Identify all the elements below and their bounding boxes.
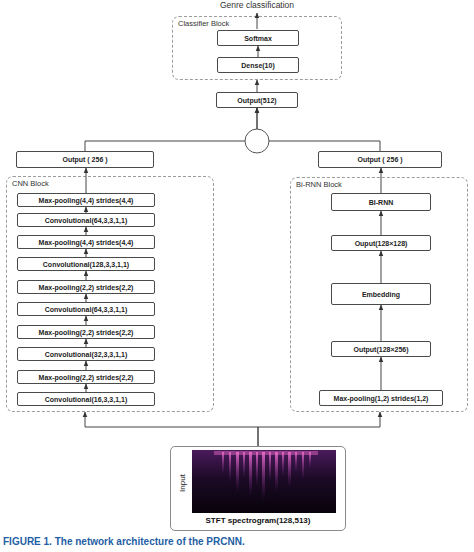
layer-box: Ouput(128×128): [331, 235, 431, 251]
layer-label: Output ( 256 ): [62, 156, 107, 163]
layer-label: Convolutional(32,3,3,1,1): [45, 351, 127, 358]
layer-box: Dense(10): [217, 57, 299, 73]
block-group: CNN BlockMax-pooling(4,4) strides(4,4) Co…: [6, 176, 214, 412]
layer-label: Convolutional(128,3,3,1,1): [43, 261, 129, 268]
layer-label: Max-pooling(2,2) strides(2,2): [39, 329, 134, 336]
flow-arrow: [85, 412, 258, 446]
block-group: Bi-RNN BlockBI-RNN Ouput(128×128) Embeddin…: [290, 177, 468, 412]
block-heading: Classifier Block: [178, 20, 229, 28]
layer-label: Output ( 256 ): [357, 156, 402, 163]
concat-circle: [245, 129, 269, 153]
flow-arrow: [257, 108, 380, 151]
layer-box: Output ( 256 ): [318, 151, 442, 168]
output-label: Genre classification: [187, 1, 327, 10]
layer-label: Max-pooling(4,4) strides(4,4): [39, 239, 134, 246]
layer-label: Max-pooling(4,4) strides(4,4): [39, 197, 134, 204]
layer-label: Output(512): [237, 97, 276, 104]
layer-label: BI-RNN: [369, 199, 394, 206]
layer-label: Max-pooling(2,2) strides(2,2): [39, 374, 134, 381]
layer-label: Convolutional(64,3,3,1,1): [45, 217, 127, 224]
block-heading: CNN Block: [12, 180, 49, 188]
layer-box: Output(512): [216, 92, 298, 108]
layer-box: Max-pooling(4,4) strides(4,4): [17, 193, 155, 207]
layer-box: BI-RNN: [331, 193, 431, 211]
layer-label: Convolutional(64,3,3,1,1): [45, 306, 127, 313]
flow-arrow: [257, 80, 258, 92]
layer-box: Softmax: [217, 30, 299, 46]
layer-box: Output ( 256 ): [16, 151, 154, 168]
block-heading: Bi-RNN Block: [296, 181, 342, 189]
layer-box: Max-pooling(2,2) strides(2,2): [17, 370, 155, 384]
layer-label: Max-pooling(1,2) strides(1,2): [334, 395, 429, 402]
input-box: InputSTFT spectrogram(128,513): [170, 446, 346, 531]
layer-label: Convolutional(16,3,3,1,1): [45, 396, 127, 403]
input-label: Input: [179, 463, 187, 503]
layer-box: Output(128×256): [331, 341, 431, 357]
layer-label: Softmax: [244, 35, 272, 42]
layer-box: Embedding: [331, 283, 431, 305]
layer-box: Convolutional(16,3,3,1,1): [17, 392, 155, 406]
layer-box: Max-pooling(1,2) strides(1,2): [319, 390, 443, 406]
figure-caption: FIGURE 1. The network architecture of th…: [3, 537, 245, 547]
layer-label: Max-pooling(2,2) strides(2,2): [39, 284, 134, 291]
layer-box: Convolutional(64,3,3,1,1): [17, 302, 155, 316]
layer-label: Embedding: [362, 291, 400, 298]
layer-box: Max-pooling(2,2) strides(2,2): [17, 325, 155, 339]
layer-label: Ouput(128×128): [355, 240, 408, 247]
layer-box: Convolutional(128,3,3,1,1): [17, 257, 155, 271]
layer-box: Convolutional(64,3,3,1,1): [17, 213, 155, 227]
layer-box: Max-pooling(2,2) strides(2,2): [17, 280, 155, 294]
block-group: Classifier BlockSoftmaxDense(10): [172, 16, 342, 80]
layer-box: Convolutional(32,3,3,1,1): [17, 347, 155, 361]
layer-label: Output(128×256): [353, 346, 408, 353]
spectrogram-label: STFT spectrogram(128,513): [171, 517, 345, 525]
layer-box: Max-pooling(4,4) strides(4,4): [17, 235, 155, 249]
flow-arrow: [258, 412, 380, 446]
layer-label: Dense(10): [241, 62, 274, 69]
flow-arrow: [85, 108, 257, 151]
